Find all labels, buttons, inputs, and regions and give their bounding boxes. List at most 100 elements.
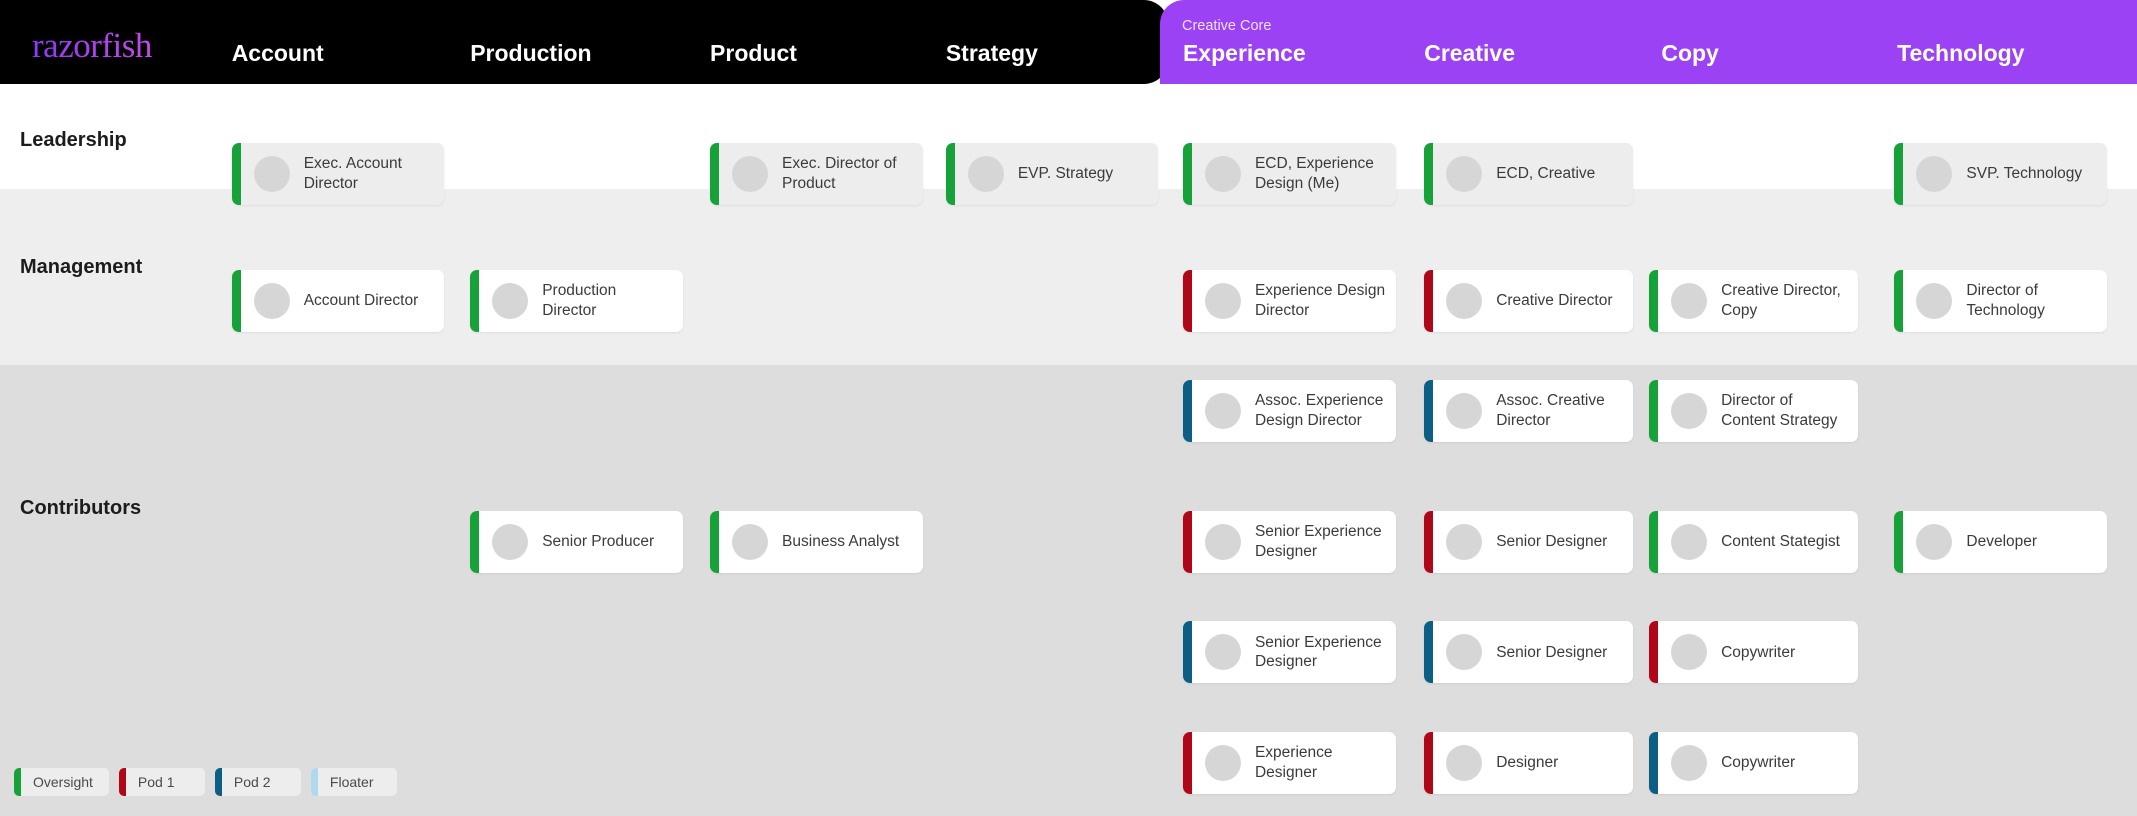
row-label-contributors: Contributors: [20, 497, 142, 520]
role-title: Director of Content Strategy: [1721, 392, 1838, 430]
avatar: [1446, 524, 1483, 561]
avatar: [1204, 634, 1241, 671]
role-card[interactable]: Experience Design Director: [1182, 269, 1396, 332]
role-card[interactable]: Exec. Director of Product: [710, 143, 923, 206]
role-card[interactable]: Senior Experience Designer: [1182, 621, 1396, 684]
role-title: Copywriter: [1721, 643, 1796, 661]
avatar: [492, 524, 529, 561]
pod-color-bar: [1894, 511, 1904, 574]
pod-legend: Oversight Pod 1 Pod 2 Floater: [14, 768, 397, 796]
column-header-strategy[interactable]: Strategy: [945, 40, 1038, 66]
role-card[interactable]: Designer: [1424, 731, 1633, 794]
avatar: [732, 524, 769, 561]
avatar: [1671, 524, 1708, 561]
role-card[interactable]: Assoc. Creative Director: [1424, 380, 1633, 443]
role-card[interactable]: Business Analyst: [710, 511, 923, 574]
role-card[interactable]: Senior Producer: [470, 511, 683, 574]
role-card[interactable]: Production Director: [470, 269, 683, 332]
avatar: [967, 156, 1004, 193]
pod-color-bar: [1182, 511, 1192, 574]
column-header-creative[interactable]: Creative: [1424, 40, 1515, 66]
role-card[interactable]: Director of Technology: [1894, 269, 2108, 332]
role-title: Director of Technology: [1966, 282, 2045, 319]
avatar: [492, 282, 529, 319]
role-title: Assoc. Creative Director: [1496, 392, 1605, 430]
column-header-account[interactable]: Account: [231, 40, 324, 66]
row-label-management: Management: [20, 256, 143, 279]
pod-color-bar: [710, 511, 720, 574]
role-card[interactable]: Experience Designer: [1182, 731, 1396, 794]
role-title: Senior Designer: [1496, 533, 1608, 551]
avatar: [1446, 634, 1483, 671]
role-title: EVP. Strategy: [1017, 165, 1114, 183]
pod-color-bar: [1182, 731, 1192, 794]
role-title: Assoc. Experience Design Director: [1254, 392, 1384, 430]
pod-color-bar: [1424, 380, 1434, 443]
role-card[interactable]: Creative Director: [1424, 269, 1633, 332]
role-card[interactable]: Senior Designer: [1424, 511, 1633, 574]
role-title: Designer: [1496, 753, 1559, 771]
avatar: [253, 282, 290, 319]
legend-color-swatch: [118, 768, 126, 796]
role-card[interactable]: Assoc. Experience Design Director: [1182, 380, 1396, 443]
pod-color-bar: [1424, 621, 1434, 684]
avatar: [1916, 282, 1953, 319]
avatar: [1671, 282, 1708, 319]
column-header-copy[interactable]: Copy: [1661, 40, 1719, 66]
role-title: SVP. Technology: [1966, 165, 2083, 183]
pod-color-bar: [945, 143, 955, 206]
role-title: Experience Designer: [1254, 744, 1333, 781]
role-card[interactable]: Content Stategist: [1649, 511, 1858, 574]
role-card[interactable]: Developer: [1894, 511, 2108, 574]
role-card[interactable]: Copywriter: [1649, 731, 1858, 794]
legend-item-pod-2[interactable]: Pod 2: [214, 768, 301, 796]
avatar: [1671, 744, 1708, 781]
role-card[interactable]: ECD, Experience Design (Me): [1182, 143, 1396, 206]
role-card[interactable]: Creative Director, Copy: [1649, 269, 1858, 332]
pod-color-bar: [1894, 269, 1904, 332]
pod-color-bar: [470, 269, 480, 332]
role-card[interactable]: Copywriter: [1649, 621, 1858, 684]
role-title: Experience Design Director: [1254, 282, 1386, 319]
role-card[interactable]: SVP. Technology: [1894, 143, 2108, 206]
avatar: [732, 156, 769, 193]
legend-item-floater[interactable]: Floater: [310, 768, 397, 796]
avatar: [1671, 393, 1708, 430]
avatar: [1446, 393, 1483, 430]
pod-color-bar: [1649, 380, 1659, 443]
legend-label: Pod 2: [233, 774, 271, 790]
razorfish-logo: razorfish: [32, 26, 152, 65]
role-title: Exec. Account Director: [303, 155, 402, 193]
header-core-disciplines-bg: [0, 0, 1168, 84]
column-header-product[interactable]: Product: [710, 40, 797, 66]
role-card[interactable]: Director of Content Strategy: [1649, 380, 1858, 443]
role-card[interactable]: Account Director: [231, 269, 445, 332]
column-header-technology[interactable]: Technology: [1897, 40, 2025, 66]
legend-item-pod-1[interactable]: Pod 1: [118, 768, 205, 796]
role-title: ECD, Creative: [1496, 165, 1596, 183]
legend-label: Pod 1: [137, 774, 175, 790]
role-title: Content Stategist: [1721, 533, 1840, 551]
role-card[interactable]: EVP. Strategy: [945, 143, 1159, 206]
role-card[interactable]: Senior Designer: [1424, 621, 1633, 684]
avatar: [253, 156, 290, 193]
column-header-production[interactable]: Production: [470, 40, 592, 66]
role-title: Production Director: [542, 282, 617, 319]
avatar: [1446, 156, 1483, 193]
pod-color-bar: [1182, 143, 1192, 206]
role-card[interactable]: Senior Experience Designer: [1182, 511, 1396, 574]
pod-color-bar: [1649, 731, 1659, 794]
avatar: [1204, 744, 1241, 781]
pod-color-bar: [1424, 143, 1434, 206]
role-title: Account Director: [303, 291, 419, 309]
avatar: [1204, 524, 1241, 561]
pod-color-bar: [1424, 731, 1434, 794]
pod-color-bar: [231, 143, 241, 206]
legend-item-oversight[interactable]: Oversight: [14, 768, 109, 796]
column-header-experience[interactable]: Experience: [1182, 40, 1306, 66]
avatar: [1671, 634, 1708, 671]
role-card[interactable]: ECD, Creative: [1424, 143, 1633, 206]
role-title: Developer: [1966, 533, 2038, 551]
role-card[interactable]: Exec. Account Director: [231, 143, 445, 206]
